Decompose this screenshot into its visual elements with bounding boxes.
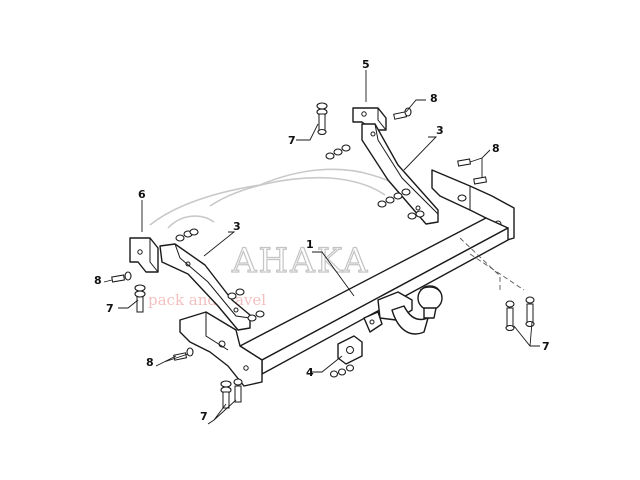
callout-5: 5 <box>362 58 370 71</box>
watermark-brand: AHAKA <box>231 241 369 281</box>
callout-8-top: 8 <box>430 92 438 105</box>
watermark: AHAKA pack and travel <box>148 168 416 309</box>
callout-8-left: 8 <box>94 274 102 287</box>
callout-3-left: 3 <box>233 220 241 233</box>
callout-7-right: 7 <box>542 340 550 353</box>
leader-lines <box>103 70 540 425</box>
callout-8-right: 8 <box>492 142 500 155</box>
callout-7-bottom: 7 <box>200 410 208 423</box>
side-arm-part-3-left <box>159 243 251 331</box>
callout-7-top: 7 <box>288 134 296 147</box>
callout-8-lower-left: 8 <box>146 356 154 369</box>
socket-plate-part-4 <box>337 311 383 365</box>
watermark-car-wheel-arch <box>167 215 215 229</box>
callout-1: 1 <box>306 238 314 251</box>
side-arm-part-3-right <box>361 123 439 225</box>
fasteners <box>111 102 535 409</box>
callout-7-left: 7 <box>106 302 114 315</box>
callout-6: 6 <box>138 188 146 201</box>
callouts: 1 3 3 4 5 6 7 7 7 7 8 8 8 8 <box>94 58 550 423</box>
callout-3-right: 3 <box>436 124 444 137</box>
bracket-part-6 <box>129 237 159 273</box>
callout-4: 4 <box>306 366 314 379</box>
watermark-car-roof <box>209 176 386 207</box>
